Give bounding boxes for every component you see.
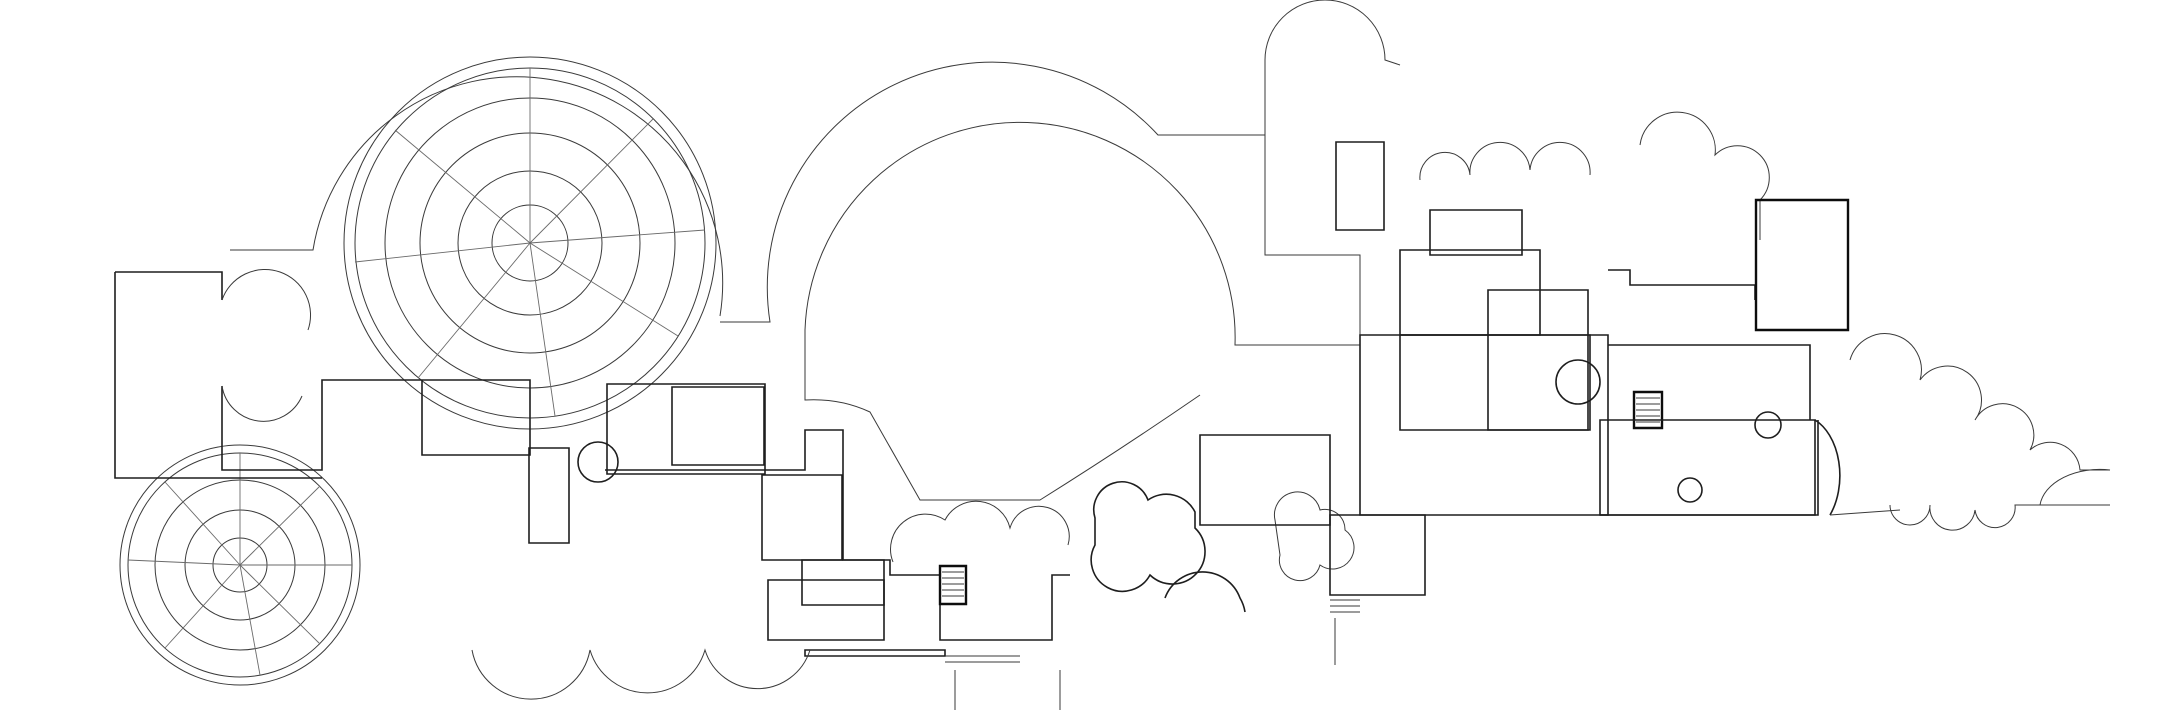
east-stairs: [1634, 392, 1662, 428]
small-plaza-radial-spokes: [128, 453, 352, 675]
center-tree-cluster-east: [1091, 482, 1205, 591]
east-trees-upper: [1420, 142, 1590, 180]
east-hall: [1400, 250, 1540, 335]
central-lawn-lower-boundary: [805, 330, 1200, 500]
central-lawn-inner-edge: [805, 122, 1360, 345]
east-column-south: [1678, 478, 1702, 502]
large-plaza-radial-spokes: [355, 68, 705, 416]
east-room-north: [1430, 210, 1522, 255]
south-tree-line: [472, 650, 810, 699]
east-round-room: [1556, 360, 1600, 404]
tree-canopy: [472, 112, 2110, 699]
east-tree-cluster-a: [1274, 492, 1354, 581]
west-wing-inner-wall: [115, 272, 322, 478]
west-wing-outline: [115, 272, 530, 470]
central-corridor: [805, 650, 945, 656]
central-room-d: [802, 560, 884, 605]
east-complex: [1200, 0, 2110, 665]
central-lawn: [720, 62, 1360, 500]
east-complex-west-wall: [1265, 135, 1360, 435]
east-room-northwest: [1336, 142, 1384, 230]
east-pavilion: [1200, 435, 1330, 525]
east-wing-south: [1600, 420, 1815, 515]
central-entry-steps: [945, 656, 1060, 710]
east-steps: [1330, 600, 1360, 665]
central-room-b: [672, 387, 764, 465]
central-stair-tower: [529, 448, 569, 543]
far-east-tree-line-lower: [1890, 505, 2110, 530]
northeast-tree-cluster: [1640, 112, 1769, 240]
east-room-northeast: [1756, 200, 1848, 330]
central-block-walls: [605, 430, 1070, 640]
large-circular-plaza: [230, 57, 723, 429]
west-wing-entry-arc-bottom: [222, 386, 302, 421]
central-buildings: [529, 384, 1070, 710]
large-plaza-outer-boundary: [230, 77, 723, 316]
central-room-a: [607, 384, 765, 474]
center-tree-cluster: [891, 501, 1070, 562]
east-wing-facade: [1600, 420, 1840, 515]
east-column-north: [1755, 412, 1781, 438]
small-plaza-ring-1: [120, 445, 360, 685]
central-round-room: [578, 442, 618, 482]
small-circular-plaza: [120, 445, 360, 685]
east-complex-north-dome: [1265, 0, 1400, 135]
far-east-tree-line: [1850, 334, 2110, 470]
central-stair-treads: [942, 572, 964, 596]
central-lawn-outer-edge: [720, 62, 1265, 322]
east-annex: [1330, 515, 1425, 595]
east-main-hall: [1400, 335, 1590, 430]
central-room-e: [768, 580, 884, 640]
east-stair-treads: [1636, 398, 1660, 422]
east-side-hall: [1488, 290, 1588, 430]
west-wing: [115, 269, 530, 478]
east-tree-cluster-b: [1165, 572, 1245, 612]
east-drive-curve: [1830, 469, 2110, 515]
east-complex-outline: [1360, 335, 1608, 515]
central-stairs: [940, 566, 966, 604]
central-room-c: [762, 475, 842, 560]
west-wing-entry-arc-top: [222, 269, 311, 330]
